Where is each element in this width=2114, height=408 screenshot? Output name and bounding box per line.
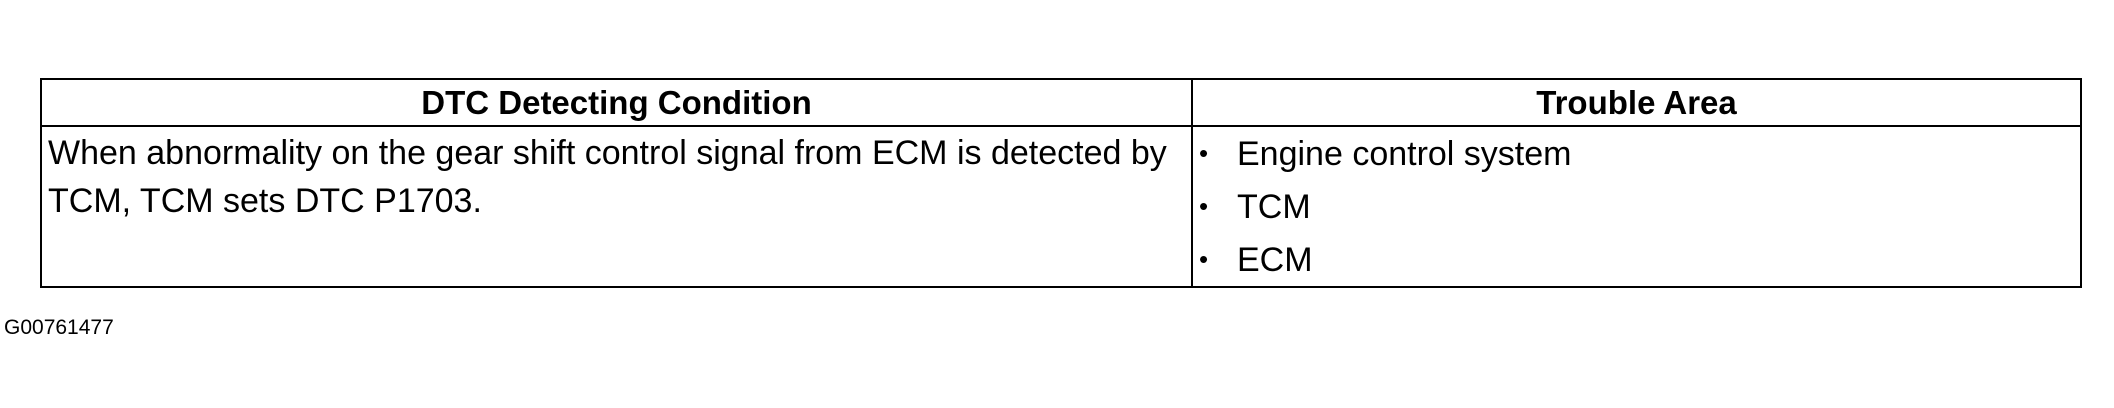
table-row: When abnormality on the gear shift contr… bbox=[40, 125, 2082, 288]
condition-text: When abnormality on the gear shift contr… bbox=[48, 134, 1167, 220]
list-item: • Engine control system bbox=[1193, 127, 2080, 180]
bullet-icon: • bbox=[1199, 244, 1209, 274]
bullet-icon: • bbox=[1199, 191, 1209, 221]
list-item: • TCM bbox=[1193, 180, 2080, 233]
header-dtc-detecting-condition: DTC Detecting Condition bbox=[40, 78, 1193, 127]
figure-id: G00761477 bbox=[4, 316, 114, 339]
bullet-icon: • bbox=[1199, 138, 1209, 168]
list-item: • ECM bbox=[1193, 233, 2080, 286]
trouble-area-cell: • Engine control system • TCM • ECM bbox=[1191, 125, 2082, 288]
trouble-area-item: TCM bbox=[1237, 187, 1311, 226]
header-trouble-area: Trouble Area bbox=[1191, 78, 2082, 127]
trouble-area-item: Engine control system bbox=[1237, 134, 1572, 173]
condition-cell: When abnormality on the gear shift contr… bbox=[40, 125, 1193, 288]
header-row: DTC Detecting Condition Trouble Area bbox=[40, 78, 2082, 127]
trouble-area-item: ECM bbox=[1237, 240, 1313, 279]
trouble-area-list: • Engine control system • TCM • ECM bbox=[1193, 127, 2080, 286]
dtc-table: DTC Detecting Condition Trouble Area Whe… bbox=[40, 78, 2082, 288]
